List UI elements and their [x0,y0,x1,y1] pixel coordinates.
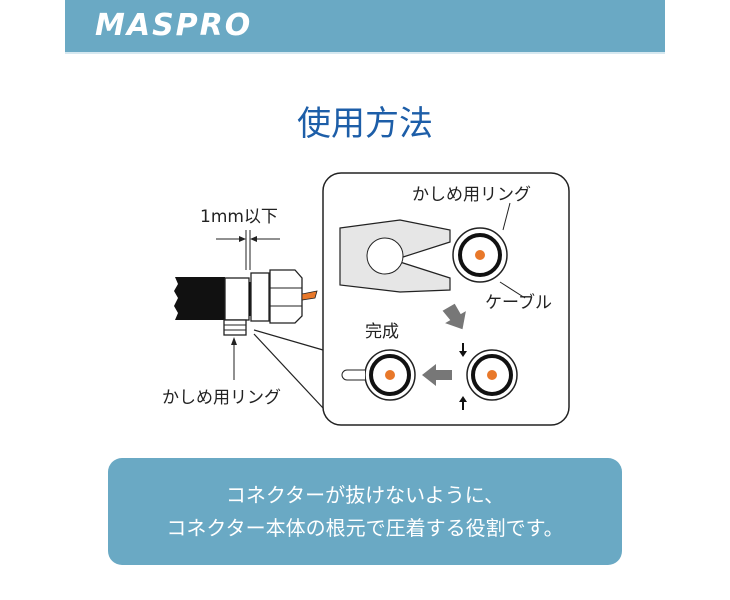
maspro-logo: MASPRO [95,8,253,43]
left-arrow-icon [422,364,452,386]
description-box: コネクターが抜けないように、 コネクター本体の根元で圧着する役割です。 [108,458,622,565]
cable-label: ケーブル [485,292,552,313]
description-line-1: コネクターが抜けないように、 [225,482,505,507]
finished-ring-drawing [341,349,416,401]
done-label: 完成 [365,322,399,342]
connector-illustration: 1mm以下 かしめ用リング かしめ用リング ケーブル 完成 [162,172,570,426]
crimping-step-drawing [459,343,518,410]
header-bar: MASPRO [65,0,665,54]
ring-label-left: かしめ用リング [162,388,281,408]
crimp-pliers-drawing [339,219,508,293]
cable-connector-drawing [174,269,318,336]
gap-label: 1mm以下 [200,207,278,227]
ring-label-detail: かしめ用リング [412,185,531,205]
page-title: 使用方法 [297,104,433,144]
down-arrow-icon [442,303,466,330]
description-line-2: コネクター本体の根元で圧着する役割です。 [166,515,564,540]
